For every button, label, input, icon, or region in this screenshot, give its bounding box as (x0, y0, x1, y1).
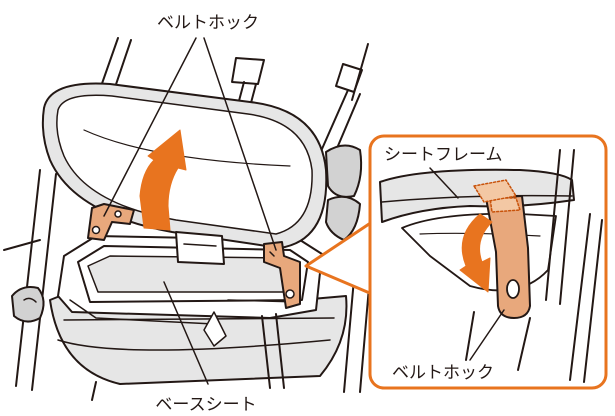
leader-belt-hook-right (203, 37, 277, 251)
leader-base-seat (163, 281, 209, 385)
label-belt-hook-inset: ベルトホック (392, 363, 494, 383)
label-seat-frame: シートフレーム (384, 145, 503, 165)
seat-latch (175, 231, 225, 265)
leader-belt-hook-left (103, 37, 197, 217)
wrap-arrow (459, 213, 493, 293)
front-legs (91, 313, 285, 401)
label-belt-hook-top: ベルトホック (157, 13, 259, 33)
base-seat-tray (57, 235, 323, 347)
detail-inset (304, 134, 608, 390)
inset-pointer (304, 220, 373, 296)
belt-hook-left (87, 203, 135, 241)
belt-hook-right (263, 241, 301, 309)
leader-belt-hook-inset (469, 309, 505, 361)
leader-lines (103, 37, 505, 385)
lift-arrow (139, 129, 187, 231)
label-base-seat: ベースシート (155, 395, 256, 415)
leader-seat-frame (429, 167, 459, 199)
main-illustration (3, 37, 373, 401)
